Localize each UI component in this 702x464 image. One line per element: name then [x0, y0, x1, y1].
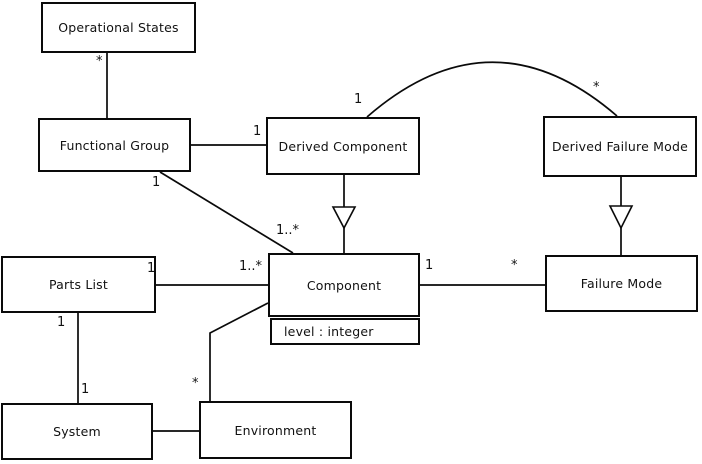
class-box-component: Component: [268, 253, 420, 317]
multiplicity-label: *: [192, 376, 199, 391]
edge-functional-group-component: [159, 171, 294, 254]
inheritance-triangle-icon: [608, 205, 634, 230]
multiplicity-label: 1..*: [276, 223, 300, 238]
class-name: System: [53, 424, 101, 439]
attribute-level: level : integer: [284, 324, 374, 339]
multiplicity-label: *: [96, 54, 103, 69]
class-attribute-compartment-component: level : integer: [270, 318, 420, 345]
class-box-failure-mode: Failure Mode: [545, 255, 698, 312]
multiplicity-label: 1: [147, 261, 156, 276]
multiplicity-label: 1: [81, 382, 90, 397]
multiplicity-label: 1..*: [239, 259, 263, 274]
class-name: Environment: [234, 422, 317, 438]
class-box-derived-failure-mode: Derived Failure Mode: [543, 116, 697, 177]
edge-environment-component: [209, 302, 269, 401]
multiplicity-label: 1: [253, 124, 262, 139]
multiplicity-label: *: [593, 80, 600, 95]
class-box-functional-group: Functional Group: [38, 118, 191, 172]
multiplicity-label: *: [511, 258, 518, 273]
multiplicity-label: 1: [354, 92, 363, 107]
edge-derived-component-derived-failure-mode-arc: [366, 61, 618, 118]
class-name: Operational States: [58, 20, 179, 35]
class-name: Functional Group: [59, 137, 170, 153]
class-name: Component: [306, 277, 382, 293]
multiplicity-label: 1: [57, 315, 66, 330]
class-box-parts-list: Parts List: [1, 256, 156, 313]
class-box-derived-component: Derived Component: [266, 117, 420, 175]
multiplicity-label: 1: [152, 175, 161, 190]
inheritance-triangle-icon: [331, 206, 357, 230]
class-name: Parts List: [48, 277, 108, 292]
class-box-system: System: [1, 403, 153, 460]
multiplicity-label: 1: [425, 258, 434, 273]
class-name: Derived Component: [278, 138, 408, 154]
class-box-environment: Environment: [199, 401, 352, 459]
class-name: Failure Mode: [580, 276, 663, 291]
class-box-operational-states: Operational States: [41, 2, 196, 53]
class-name: Derived Failure Mode: [551, 139, 689, 154]
